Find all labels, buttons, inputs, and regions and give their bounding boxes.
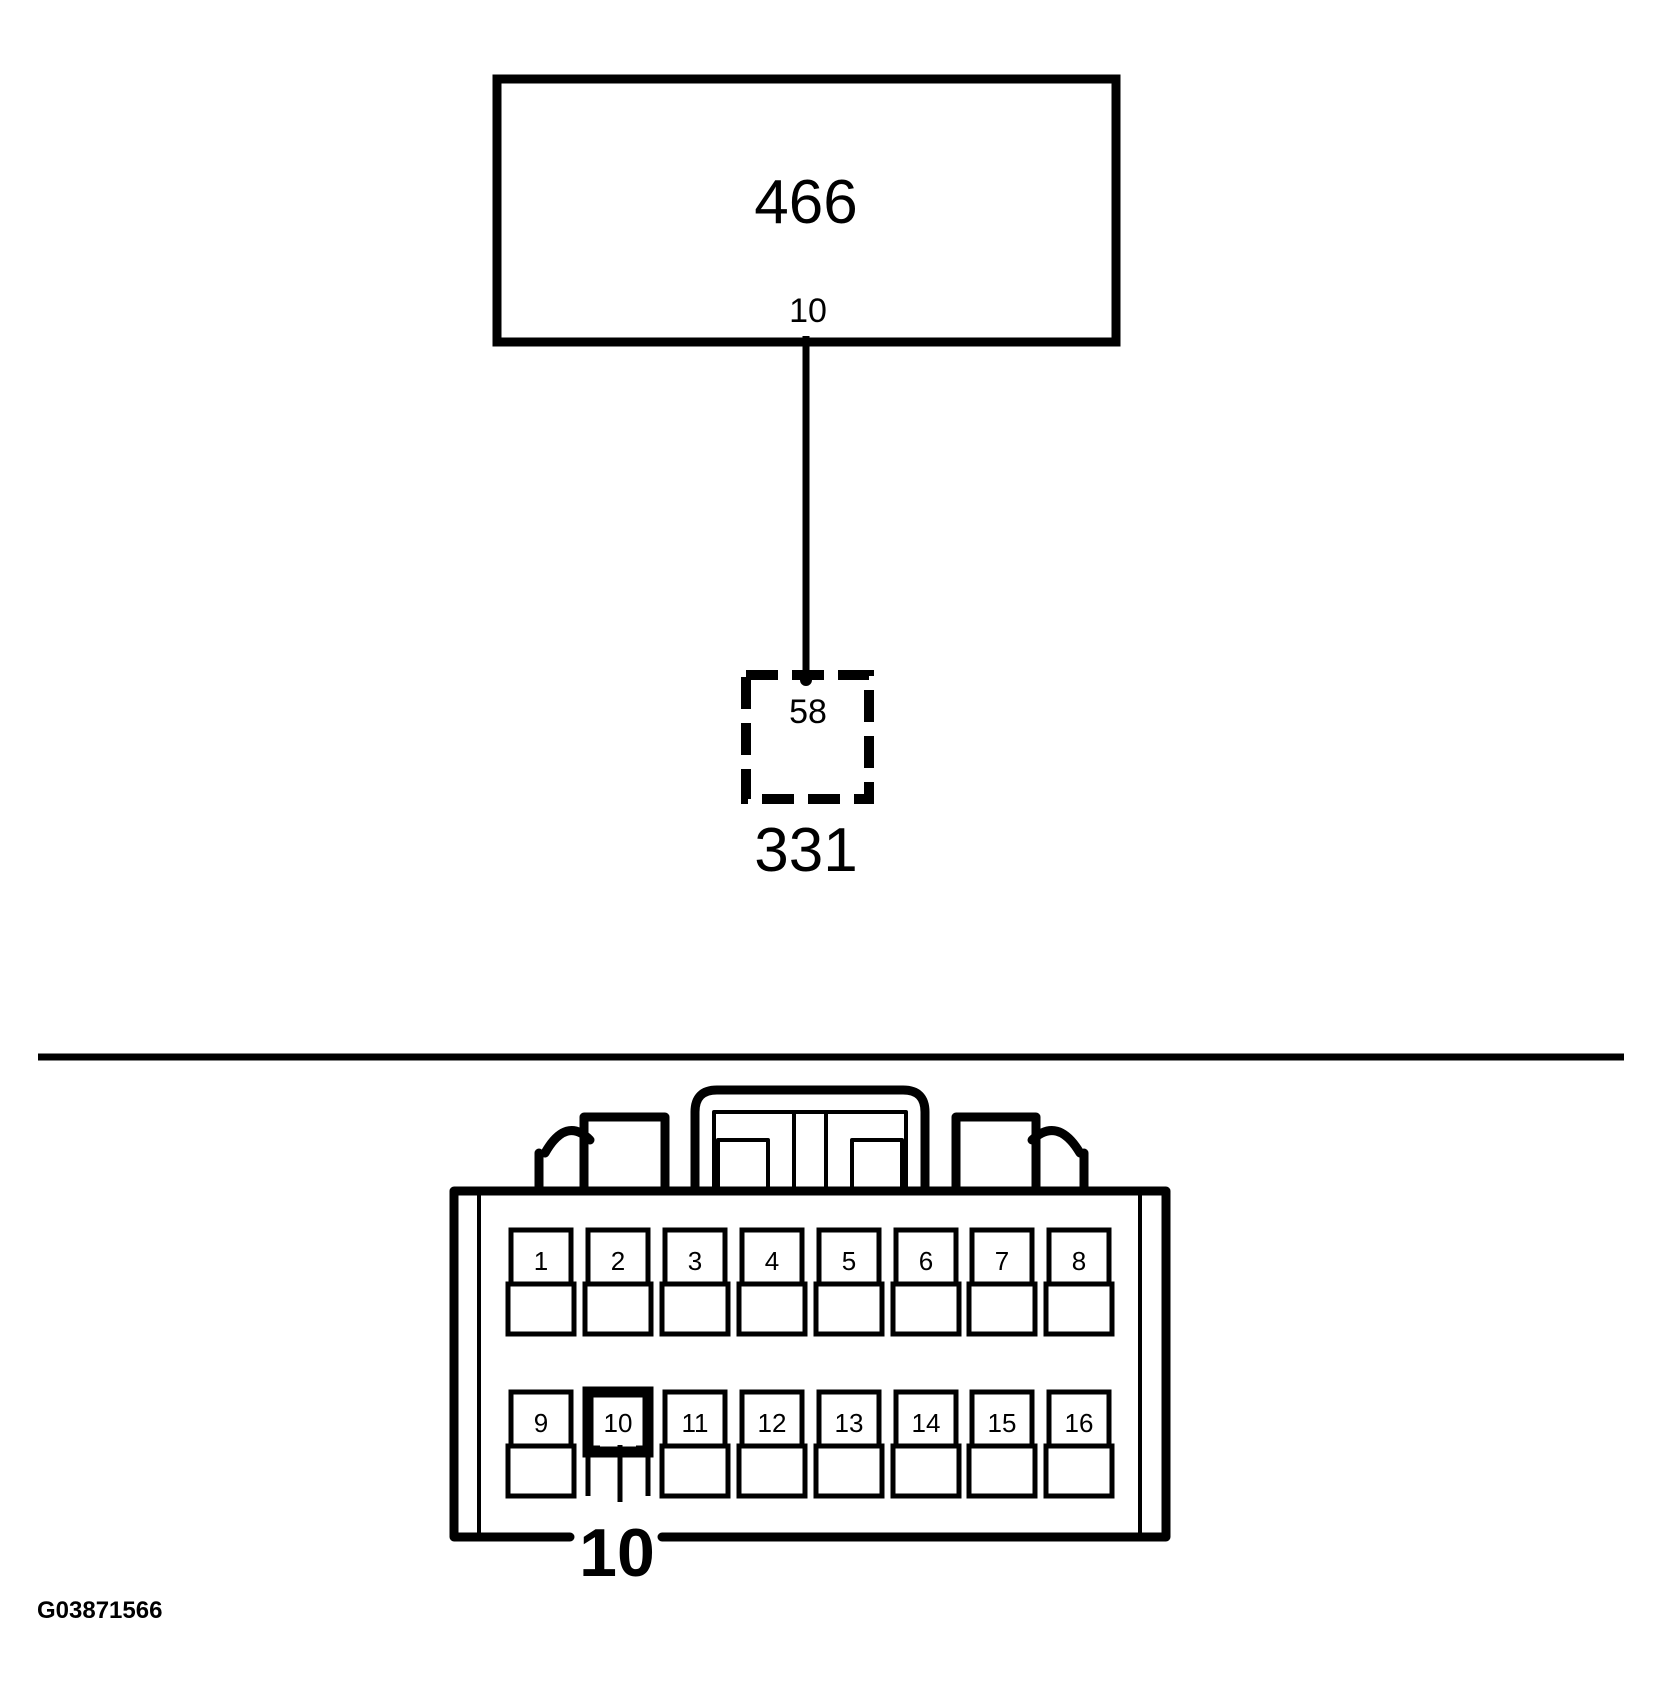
pin-callout-label: 10 bbox=[579, 1515, 655, 1591]
pin-label-14: 14 bbox=[912, 1408, 941, 1438]
pin-7 bbox=[969, 1227, 1035, 1293]
pin-label-6: 6 bbox=[919, 1246, 933, 1276]
terminal-cavity-8 bbox=[1043, 1281, 1115, 1337]
terminal-cavity-2 bbox=[582, 1281, 654, 1337]
pin-label-8: 8 bbox=[1072, 1246, 1086, 1276]
pin-label-5: 5 bbox=[842, 1246, 856, 1276]
terminal-cavity-3 bbox=[659, 1281, 731, 1337]
pin-5 bbox=[816, 1227, 882, 1293]
terminal-cavity-6 bbox=[890, 1281, 962, 1337]
terminal-cavity-15 bbox=[966, 1443, 1038, 1499]
connector-pin-label: 58 bbox=[789, 693, 827, 731]
terminal-cavity-12 bbox=[736, 1443, 808, 1499]
left-latch bbox=[534, 1112, 670, 1196]
terminal-cavity-10 bbox=[585, 1445, 651, 1496]
component-pin-label: 10 bbox=[789, 292, 827, 330]
pin-label-10: 10 bbox=[604, 1408, 633, 1438]
pin-14 bbox=[893, 1389, 959, 1455]
figure-id: G03871566 bbox=[37, 1597, 162, 1624]
pin-8 bbox=[1046, 1227, 1112, 1293]
terminal-cavity-16 bbox=[1043, 1443, 1115, 1499]
pin-label-3: 3 bbox=[688, 1246, 702, 1276]
connector-housing bbox=[449, 1186, 1171, 1542]
terminal-cavity-13 bbox=[813, 1443, 885, 1499]
pin-3 bbox=[662, 1227, 728, 1293]
terminal-cavity-5 bbox=[813, 1281, 885, 1337]
terminal-cavity-4 bbox=[736, 1281, 808, 1337]
pin-11 bbox=[662, 1389, 728, 1455]
right-latch bbox=[951, 1112, 1089, 1196]
terminal-cavity-11 bbox=[659, 1443, 731, 1499]
terminal-cavity-14 bbox=[890, 1443, 962, 1499]
connector-label: 331 bbox=[754, 816, 857, 885]
connector-face bbox=[449, 1085, 1171, 1542]
pin-label-1: 1 bbox=[534, 1246, 548, 1276]
schematic-section: 466 10 58 331 bbox=[492, 74, 1121, 885]
pin-label-13: 13 bbox=[835, 1408, 864, 1438]
pin-label-9: 9 bbox=[534, 1408, 548, 1438]
pin-label-16: 16 bbox=[1065, 1408, 1094, 1438]
pin-label-2: 2 bbox=[611, 1246, 625, 1276]
pin-16 bbox=[1046, 1389, 1112, 1455]
pin-label-15: 15 bbox=[988, 1408, 1017, 1438]
terminal-cavity-9 bbox=[505, 1443, 577, 1499]
pin-label-4: 4 bbox=[765, 1246, 779, 1276]
wire-end-dot bbox=[800, 674, 812, 686]
pin-label-12: 12 bbox=[758, 1408, 787, 1438]
component-label: 466 bbox=[754, 168, 857, 237]
pin-label-11: 11 bbox=[682, 1408, 709, 1438]
pin-label-7: 7 bbox=[995, 1246, 1009, 1276]
center-lock-tab bbox=[690, 1085, 930, 1196]
pin10-callout: 10 bbox=[579, 1445, 655, 1591]
terminal-cavity-7 bbox=[966, 1281, 1038, 1337]
pin-15 bbox=[969, 1389, 1035, 1455]
terminal-cavity-1 bbox=[505, 1281, 577, 1337]
